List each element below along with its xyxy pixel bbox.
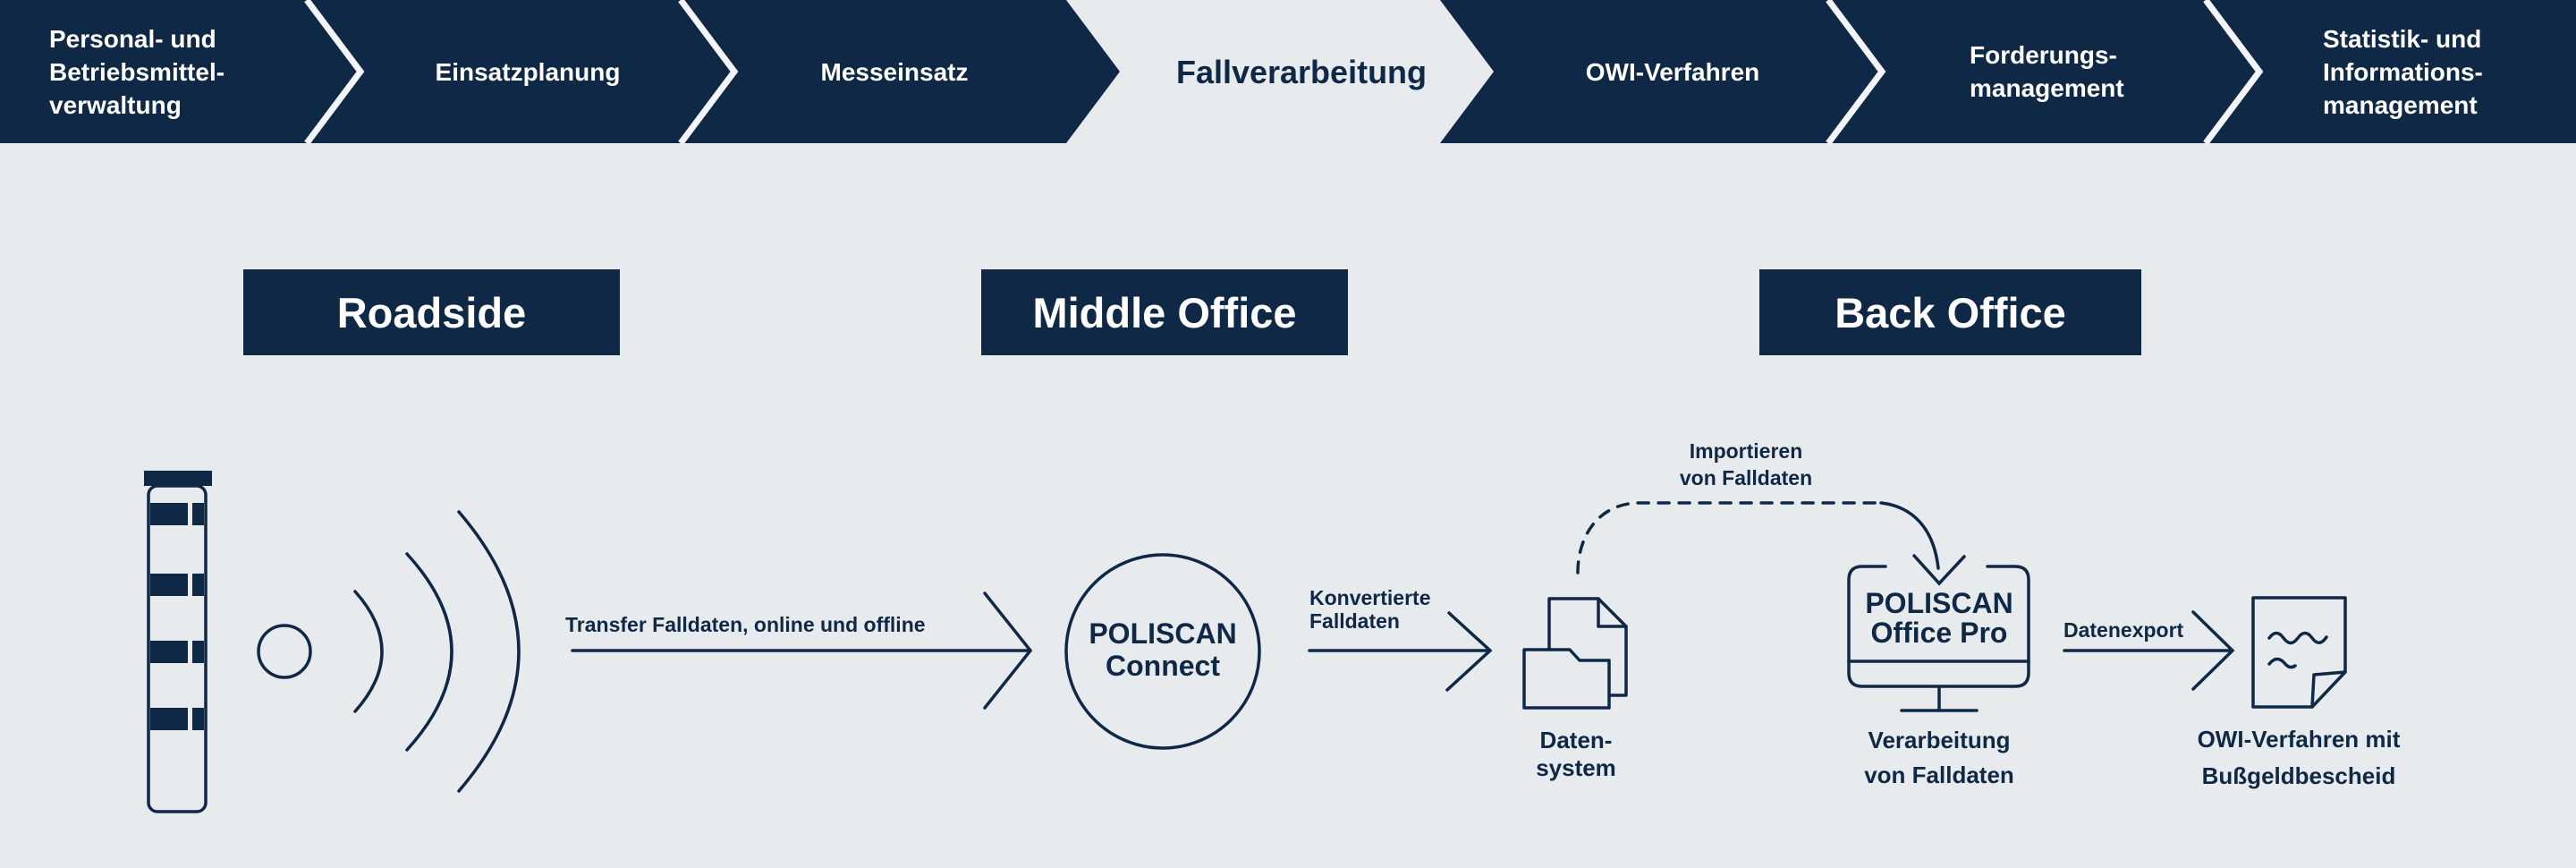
bar-segment-label: Forderungs- <box>1970 41 2117 69</box>
process-bar-right-block[interactable] <box>1440 0 2576 143</box>
bar-segment-statistik[interactable]: Statistik- und Informations- management <box>2323 0 2483 143</box>
desktop-monitor-icon <box>1847 565 2030 712</box>
poliscan-connect-label: POLISCAN Connect <box>1066 617 1259 682</box>
speed-camera-pillar-icon <box>144 471 212 813</box>
import-arrow-label-line: von Falldaten <box>1679 466 1813 489</box>
chevron-separator-2 <box>678 0 739 146</box>
chevron-separator-1 <box>304 0 365 146</box>
poliscan-office-pro-line: POLISCAN <box>1865 587 2013 619</box>
bar-segment-einsatzplanung[interactable]: Einsatzplanung <box>436 0 621 143</box>
section-header-label: Roadside <box>336 288 527 336</box>
transfer-arrow-label: Transfer Falldaten, online und offline <box>565 613 926 636</box>
export-arrow-label: Datenexport <box>2063 618 2184 642</box>
radar-waves-icon <box>257 510 521 793</box>
section-header-middle-office: Middle Office <box>981 269 1348 355</box>
processing-caption: Verarbeitung von Falldaten <box>1805 723 2073 793</box>
bar-segment-label: Informations- <box>2323 57 2483 86</box>
chevron-separator-4 <box>2203 0 2264 146</box>
section-header-label: Middle Office <box>1032 288 1297 336</box>
bar-segment-label: Fallverarbeitung <box>1175 53 1428 90</box>
section-header-roadside: Roadside <box>243 269 620 355</box>
processing-caption-line: Verarbeitung <box>1868 727 2011 753</box>
bar-segment-label: Personal- und <box>49 24 216 53</box>
bar-segment-label: Einsatzplanung <box>435 57 621 86</box>
notice-document-icon <box>2251 596 2347 709</box>
data-system-caption: Daten- system <box>1487 727 1665 782</box>
bar-segment-label: Statistik- und <box>2323 24 2482 53</box>
owi-caption-line: OWI-Verfahren mit <box>2197 726 2401 753</box>
bar-segment-label: Messeinsatz <box>820 57 969 86</box>
bar-segment-label: verwaltung <box>49 90 182 119</box>
chevron-separator-3 <box>1826 0 1886 146</box>
poliscan-connect-line: POLISCAN <box>1089 617 1237 650</box>
bar-segment-owi-verfahren[interactable]: OWI-Verfahren <box>1586 0 1759 143</box>
poliscan-connect-line: Connect <box>1106 650 1220 682</box>
bar-segment-fallverarbeitung-active[interactable]: Fallverarbeitung <box>1176 0 1427 143</box>
import-arrow-label-line: Importieren <box>1689 439 1803 463</box>
processing-caption-line: von Falldaten <box>1864 762 2014 788</box>
data-system-caption-line: Daten- <box>1539 727 1613 753</box>
transfer-arrow <box>571 591 1033 710</box>
converted-data-line: Falldaten <box>1309 609 1400 633</box>
converted-data-arrow <box>1308 611 1493 692</box>
bar-segment-messeinsatz[interactable]: Messeinsatz <box>821 0 969 143</box>
poliscan-office-pro-line: Office Pro <box>1870 617 2008 649</box>
process-bar-left-block[interactable] <box>0 0 1120 143</box>
bar-segment-label: management <box>2323 90 2478 119</box>
bar-segment-label: Betriebsmittel- <box>49 57 225 86</box>
owi-caption-line: Bußgeldbescheid <box>2201 762 2396 789</box>
bar-segment-personal[interactable]: Personal- und Betriebsmittel- verwaltung <box>49 0 225 143</box>
converted-data-line: Konvertierte <box>1309 586 1431 609</box>
bar-segment-label: management <box>1970 74 2124 102</box>
document-folder-icon <box>1522 597 1628 710</box>
poliscan-office-pro-label: POLISCAN Office Pro <box>1850 589 2029 648</box>
import-arrow-label: Importieren von Falldaten <box>1612 438 1880 491</box>
owi-caption: OWI-Verfahren mit Bußgeldbescheid <box>2165 721 2433 795</box>
data-system-caption-line: system <box>1536 754 1616 781</box>
section-header-back-office: Back Office <box>1759 269 2141 355</box>
import-dashed-arrow <box>1576 501 1966 586</box>
bar-segment-label: OWI-Verfahren <box>1585 57 1760 86</box>
connect-circle-icon <box>1064 553 1261 750</box>
converted-data-label: Konvertierte Falldaten <box>1309 586 1430 633</box>
section-header-label: Back Office <box>1835 288 2066 336</box>
export-arrow <box>2063 610 2235 691</box>
bar-segment-forderungsmanagement[interactable]: Forderungs- management <box>1970 0 2124 143</box>
